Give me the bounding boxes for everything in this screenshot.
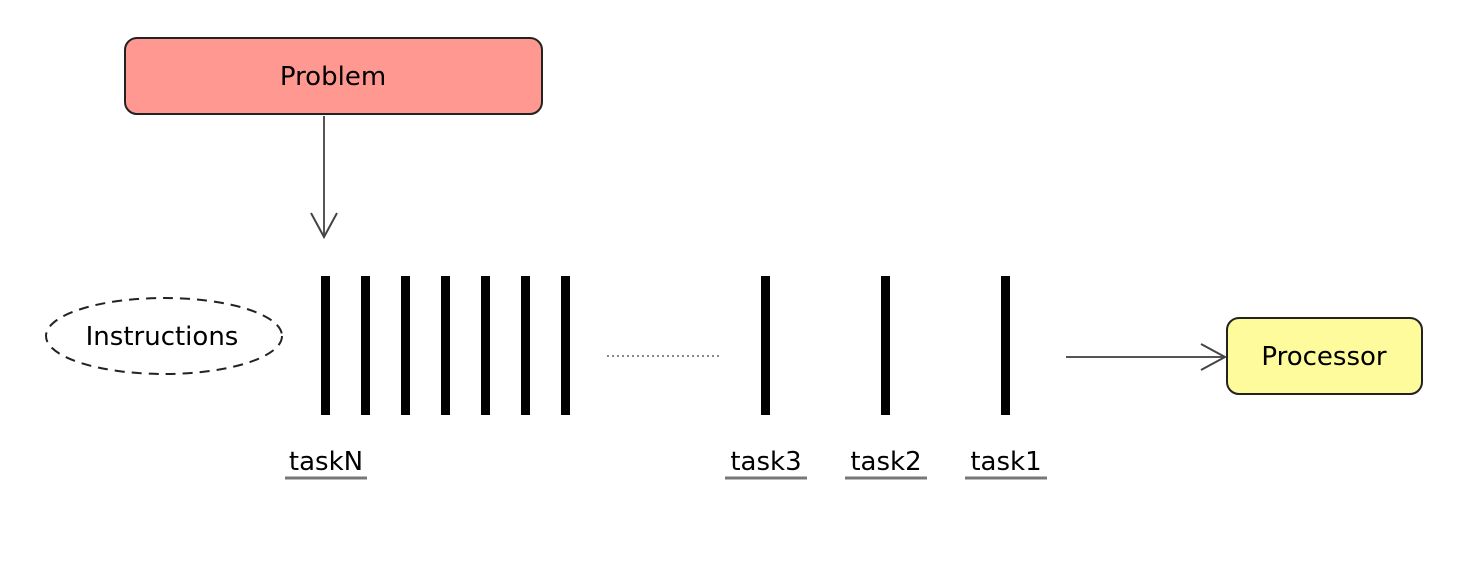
task-label-task2[interactable]: task2 [845, 447, 927, 480]
instructions-node: Instructions [45, 297, 283, 375]
instruction-bars-group [321, 276, 570, 415]
instruction-bar [361, 276, 370, 415]
task3-bar [761, 276, 770, 415]
task-label-text: task2 [850, 447, 921, 477]
instruction-bar [561, 276, 570, 415]
task-label-taskN[interactable]: taskN [285, 447, 367, 480]
instruction-bar [401, 276, 410, 415]
instructions-label: Instructions [86, 322, 239, 352]
instructions-ellipse [45, 297, 283, 375]
task-label-text: task3 [730, 447, 801, 477]
problem-node[interactable]: Problem [124, 37, 543, 115]
task2-bar [881, 276, 890, 415]
task-label-task1[interactable]: task1 [965, 447, 1047, 480]
problem-box[interactable] [124, 37, 543, 115]
processor-node[interactable]: Processor [1226, 317, 1423, 395]
processor-label: Processor [1261, 342, 1387, 372]
processor-box[interactable] [1226, 317, 1423, 395]
instruction-bar [441, 276, 450, 415]
task1-bar [1001, 276, 1010, 415]
stack-to-processor-arrow [1066, 343, 1228, 371]
instruction-bar [521, 276, 530, 415]
problem-to-stack-arrow [310, 116, 338, 240]
instruction-bar [321, 276, 330, 415]
task-label-task3[interactable]: task3 [725, 447, 807, 480]
task-label-text: task1 [970, 447, 1041, 477]
instruction-bar [481, 276, 490, 415]
problem-label: Problem [280, 62, 386, 92]
task-label-text: taskN [289, 447, 363, 477]
